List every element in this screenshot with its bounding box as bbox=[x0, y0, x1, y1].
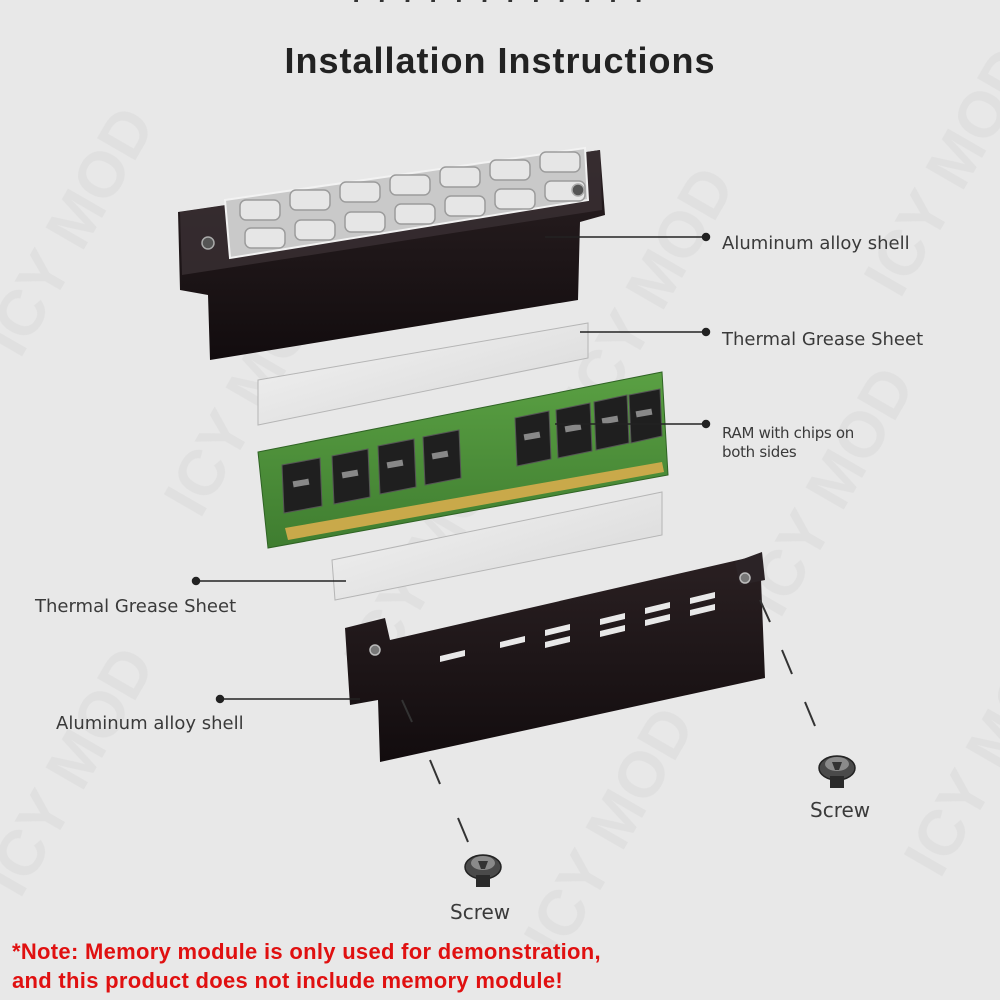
screw-guides bbox=[401, 599, 816, 843]
bottom-aluminum-shell bbox=[345, 552, 765, 762]
screw-icon bbox=[818, 755, 856, 788]
watermark-text: ICY MOD bbox=[0, 95, 168, 367]
top-aluminum-shell bbox=[178, 146, 605, 360]
label-screw-left: Screw bbox=[450, 900, 511, 924]
page-title: Installation Instructions bbox=[284, 40, 716, 81]
screw-icon bbox=[464, 854, 502, 887]
note-line-1: *Note: Memory module is only used for de… bbox=[12, 939, 601, 964]
cropped-top-text: 7 7 7 7 7 7 7 7 7 7 7 7 bbox=[0, 0, 1000, 9]
ram-module bbox=[257, 371, 669, 549]
bottom-thermal-sheet bbox=[331, 491, 663, 601]
label-ram-line1: RAM with chips on bbox=[722, 424, 854, 442]
label-screw-right: Screw bbox=[810, 798, 871, 822]
label-top-thermal-sheet: Thermal Grease Sheet bbox=[722, 329, 924, 350]
label-bottom-thermal-sheet: Thermal Grease Sheet bbox=[35, 596, 237, 617]
label-ram-line2: both sides bbox=[722, 443, 797, 461]
label-bottom-aluminum-shell: Aluminum alloy shell bbox=[56, 713, 244, 734]
leader-lines bbox=[191, 232, 711, 704]
watermark-text: ICY MOD bbox=[510, 695, 709, 967]
label-top-aluminum-shell: Aluminum alloy shell bbox=[722, 233, 910, 254]
note-line-2: and this product does not include memory… bbox=[12, 968, 563, 993]
watermark-text: ICY MOD bbox=[890, 615, 1000, 887]
watermark-text: ICY MOD bbox=[0, 635, 168, 907]
top-thermal-sheet bbox=[257, 322, 589, 426]
